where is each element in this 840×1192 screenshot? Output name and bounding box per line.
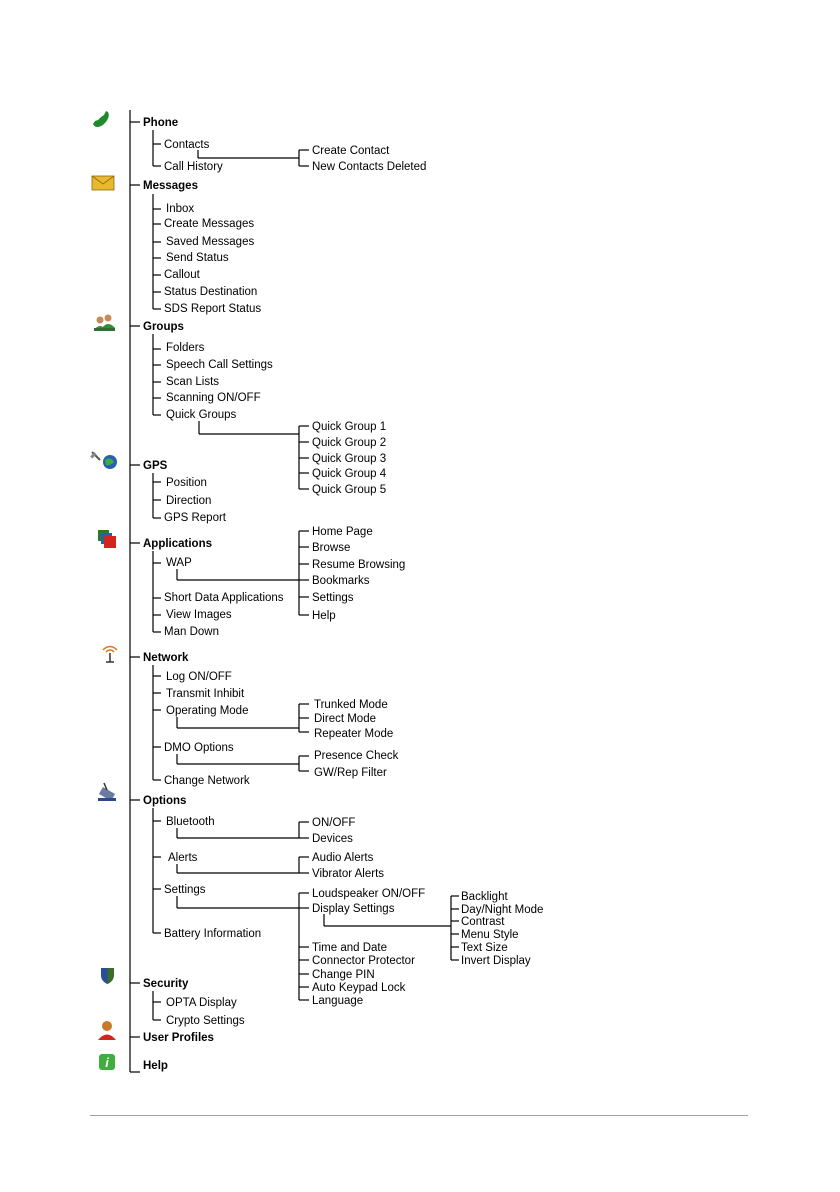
category-phone: Phone <box>143 117 178 129</box>
submenu-language: Language <box>312 995 363 1007</box>
subsubmenu-invert-display: Invert Display <box>461 955 531 967</box>
category-user-profiles: User Profiles <box>143 1032 214 1044</box>
options-radio-icon <box>98 782 116 801</box>
footer-divider <box>90 1115 748 1116</box>
menu-item-log-on-off: Log ON/OFF <box>166 671 232 683</box>
category-groups: Groups <box>143 321 184 333</box>
submenu-presence-check: Presence Check <box>314 750 399 762</box>
subsubmenu-menu-style: Menu Style <box>461 929 519 941</box>
submenu-bookmarks: Bookmarks <box>312 575 370 587</box>
submenu-gw-rep-filter: GW/Rep Filter <box>314 767 387 779</box>
menu-item-view-images: View Images <box>166 609 232 621</box>
menu-item-gps-report: GPS Report <box>164 512 227 524</box>
submenu-new-contacts-deleted: New Contacts Deleted <box>312 161 426 173</box>
groups-icon <box>94 314 115 331</box>
menu-item-operating-mode: Operating Mode <box>166 705 248 717</box>
menu-item-contacts: Contacts <box>164 139 210 151</box>
menu-item-wap: WAP <box>166 557 192 569</box>
submenu-trunked-mode: Trunked Mode <box>314 699 388 711</box>
help-info-icon: i <box>99 1054 115 1070</box>
submenu-on-off: ON/OFF <box>312 817 355 829</box>
category-applications: Applications <box>143 538 212 550</box>
menu-item-callout: Callout <box>164 269 201 281</box>
submenu-display-settings: Display Settings <box>312 903 395 915</box>
menu-item-speech-call-settings: Speech Call Settings <box>166 359 273 371</box>
menu-item-quick-groups: Quick Groups <box>166 409 237 421</box>
subsubmenu-backlight: Backlight <box>461 891 508 903</box>
submenu-quick-group-5: Quick Group 5 <box>312 484 386 496</box>
network-antenna-icon <box>102 645 118 663</box>
category-security: Security <box>143 978 189 990</box>
submenu-connector-protector: Connector Protector <box>312 955 415 967</box>
submenu-direct-mode: Direct Mode <box>314 713 376 725</box>
submenu-devices: Devices <box>312 833 353 845</box>
submenu-quick-group-4: Quick Group 4 <box>312 468 387 480</box>
submenu-create-contact: Create Contact <box>312 145 390 157</box>
menu-item-position: Position <box>166 477 207 489</box>
menu-item-bluetooth: Bluetooth <box>166 816 215 828</box>
menu-item-dmo-options: DMO Options <box>164 742 234 754</box>
menu-item-folders: Folders <box>166 342 205 354</box>
menu-item-short-data-applications: Short Data Applications <box>164 592 284 604</box>
submenu-loudspeaker-on-off: Loudspeaker ON/OFF <box>312 888 425 900</box>
menu-item-settings: Settings <box>164 884 206 896</box>
subsubmenu-contrast: Contrast <box>461 916 505 928</box>
submenu-auto-keypad-lock: Auto Keypad Lock <box>312 982 406 994</box>
user-profile-icon <box>98 1021 116 1040</box>
submenu-change-pin: Change PIN <box>312 969 375 981</box>
menu-item-inbox: Inbox <box>166 203 194 215</box>
menu-item-saved-messages: Saved Messages <box>166 236 254 248</box>
submenu-quick-group-2: Quick Group 2 <box>312 437 386 449</box>
submenu-repeater-mode: Repeater Mode <box>314 728 393 740</box>
submenu-home-page: Home Page <box>312 526 373 538</box>
svg-text:i: i <box>105 1055 109 1070</box>
submenu-settings: Settings <box>312 592 354 604</box>
gps-satellite-icon <box>90 451 117 469</box>
menu-item-sds-report-status: SDS Report Status <box>164 303 261 315</box>
submenu-time-and-date: Time and Date <box>312 942 387 954</box>
category-help: Help <box>143 1060 168 1072</box>
menu-item-scan-lists: Scan Lists <box>166 376 219 388</box>
security-shield-icon <box>101 968 114 984</box>
menu-item-create-messages: Create Messages <box>164 218 254 230</box>
menu-item-battery-information: Battery Information <box>164 928 261 940</box>
subsubmenu-day-night-mode: Day/Night Mode <box>461 904 543 916</box>
category-options: Options <box>143 795 186 807</box>
menu-item-send-status: Send Status <box>166 252 229 264</box>
menu-item-opta-display: OPTA Display <box>166 997 237 1009</box>
menu-item-status-destination: Status Destination <box>164 286 257 298</box>
menu-item-direction: Direction <box>166 495 211 507</box>
category-gps: GPS <box>143 460 168 472</box>
subsubmenu-text-size: Text Size <box>461 942 508 954</box>
menu-item-change-network: Change Network <box>164 775 250 787</box>
menu-item-alerts: Alerts <box>168 852 198 864</box>
menu-item-crypto-settings: Crypto Settings <box>166 1015 245 1027</box>
submenu-help: Help <box>312 610 336 622</box>
category-network: Network <box>143 652 189 664</box>
menu-item-man-down: Man Down <box>164 626 219 638</box>
submenu-browse: Browse <box>312 542 350 554</box>
envelope-icon <box>91 175 115 191</box>
menu-item-scanning-on-off: Scanning ON/OFF <box>166 392 261 404</box>
menu-item-call-history: Call History <box>164 161 223 173</box>
submenu-resume-browsing: Resume Browsing <box>312 559 405 571</box>
submenu-quick-group-3: Quick Group 3 <box>312 453 386 465</box>
submenu-audio-alerts: Audio Alerts <box>312 852 374 864</box>
applications-icon <box>98 530 116 548</box>
submenu-quick-group-1: Quick Group 1 <box>312 421 386 433</box>
submenu-vibrator-alerts: Vibrator Alerts <box>312 868 384 880</box>
category-messages: Messages <box>143 180 198 192</box>
menu-item-transmit-inhibit: Transmit Inhibit <box>166 688 245 700</box>
phone-icon <box>93 111 109 127</box>
